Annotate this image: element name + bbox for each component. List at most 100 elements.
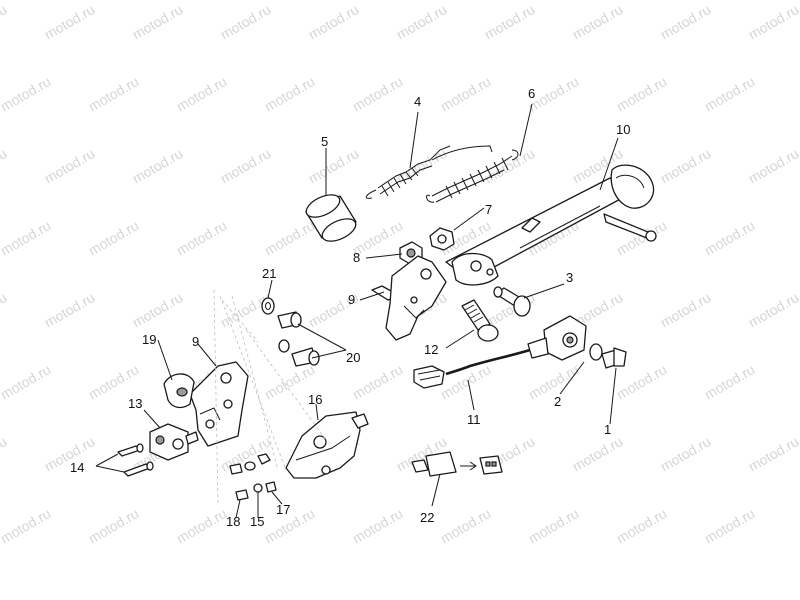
callout-12: 12 <box>424 342 438 357</box>
part-2-sensor-bracket <box>527 315 587 361</box>
watermark-text: motod.ru <box>0 289 9 330</box>
watermark-text: motod.ru <box>746 433 800 474</box>
watermark-text: motod.ru <box>614 361 670 402</box>
watermark-text: motod.ru <box>394 1 450 42</box>
part-17-nuts <box>257 453 277 493</box>
watermark-text: motod.ru <box>130 1 186 42</box>
watermark-text: motod.ru <box>0 1 9 42</box>
part-7-nut <box>429 227 455 251</box>
callout-9-lower: 9 <box>192 334 199 349</box>
callout-10: 10 <box>616 122 630 137</box>
watermark-text: motod.ru <box>746 289 800 330</box>
watermark-text: motod.ru <box>262 217 318 258</box>
callout-labels: 1 2 3 4 5 6 7 8 9 9 10 11 12 13 14 15 16… <box>70 86 630 529</box>
watermark-text: motod.ru <box>130 289 186 330</box>
watermark-text: motod.ru <box>0 145 9 186</box>
callout-22: 22 <box>420 510 434 525</box>
watermark-text: motod.ru <box>526 505 582 546</box>
callout-19: 19 <box>142 332 156 347</box>
watermark-text: motod.ru <box>702 361 758 402</box>
callout-6: 6 <box>528 86 535 101</box>
watermark-text: motod.ru <box>350 361 406 402</box>
watermark-text: motod.ru <box>174 505 230 546</box>
watermark-text: motod.ru <box>658 1 714 42</box>
callout-8: 8 <box>353 250 360 265</box>
watermark-text: motod.ru <box>702 505 758 546</box>
watermark-text: motod.ru <box>306 145 362 186</box>
part-14-screws <box>117 443 154 477</box>
watermark-text: motod.ru <box>658 433 714 474</box>
watermark-text: motod.ru <box>130 145 186 186</box>
callout-14: 14 <box>70 460 84 475</box>
callout-21: 21 <box>262 266 276 281</box>
watermark-text: motod.ru <box>42 289 98 330</box>
watermark-text: motod.ru <box>174 217 230 258</box>
watermark-text: motod.ru <box>42 145 98 186</box>
callout-3: 3 <box>566 270 573 285</box>
watermark-text: motod.ru <box>86 505 142 546</box>
watermark-text: motod.ru <box>702 217 758 258</box>
part-19-clip <box>163 373 195 409</box>
part-6-spring <box>426 149 519 203</box>
callout-15: 15 <box>250 514 264 529</box>
watermark-text: motod.ru <box>0 433 9 474</box>
watermark-text: motod.ru <box>174 73 230 114</box>
callout-5: 5 <box>321 134 328 149</box>
watermark-text: motod.ru <box>218 145 274 186</box>
watermark-text: motod.ru <box>86 217 142 258</box>
watermark-text: motod.ru <box>746 1 800 42</box>
watermark-text: motod.ru <box>306 1 362 42</box>
part-4-spring <box>365 145 493 199</box>
callout-11: 11 <box>467 412 481 427</box>
watermark-text: motod.ru <box>262 73 318 114</box>
watermark-text: motod.ru <box>0 361 53 402</box>
watermark-text: motod.ru <box>438 73 494 114</box>
part-3-pivot-bolt <box>493 286 531 317</box>
callout-17: 17 <box>276 502 290 517</box>
watermark-text: motod.ru <box>570 433 626 474</box>
part-15-washers <box>244 461 263 493</box>
assembly-guide-lines <box>213 289 327 505</box>
watermark-text: motod.ru <box>614 505 670 546</box>
part-9-stand-plate <box>371 255 447 341</box>
callout-1: 1 <box>604 422 611 437</box>
watermark-text: motod.ru <box>0 505 53 546</box>
part-1-bolt <box>589 343 627 369</box>
watermark-text: motod.ru <box>658 289 714 330</box>
leader-lines <box>95 103 619 519</box>
part-5-collar <box>305 194 357 242</box>
part-21-washer <box>261 297 275 315</box>
watermark-text: motod.ru <box>350 505 406 546</box>
callout-20: 20 <box>346 350 360 365</box>
part-12-bolt <box>461 299 499 342</box>
part-10-center-stand <box>445 164 657 286</box>
watermark-text: motod.ru <box>0 73 53 114</box>
part-13-switch <box>149 423 199 461</box>
watermark-text: motod.ru <box>0 217 53 258</box>
watermark-text: motod.ru <box>702 73 758 114</box>
watermark-text: motod.ru <box>438 505 494 546</box>
part-16-cover <box>285 411 369 479</box>
callout-4: 4 <box>414 94 421 109</box>
callout-9-upper: 9 <box>348 292 355 307</box>
watermark-text: motod.ru <box>746 145 800 186</box>
watermark-text: motod.ru <box>570 1 626 42</box>
watermark-text: motod.ru <box>218 1 274 42</box>
callout-18: 18 <box>226 514 240 529</box>
watermark-text: motod.ru <box>482 145 538 186</box>
part-22-terminal <box>411 451 503 477</box>
watermark-text: motod.ru <box>42 1 98 42</box>
watermark-text: motod.ru <box>86 73 142 114</box>
part-18-nuts <box>229 463 249 501</box>
callout-7: 7 <box>485 202 492 217</box>
watermark-text: motod.ru <box>482 1 538 42</box>
callout-16: 16 <box>308 392 322 407</box>
watermark-text: motod.ru <box>614 73 670 114</box>
callout-13: 13 <box>128 396 142 411</box>
callout-2: 2 <box>554 394 561 409</box>
part-9-bracket <box>189 361 249 447</box>
watermark-text: motod.ru <box>658 145 714 186</box>
part-11-wire-lead <box>413 348 531 389</box>
